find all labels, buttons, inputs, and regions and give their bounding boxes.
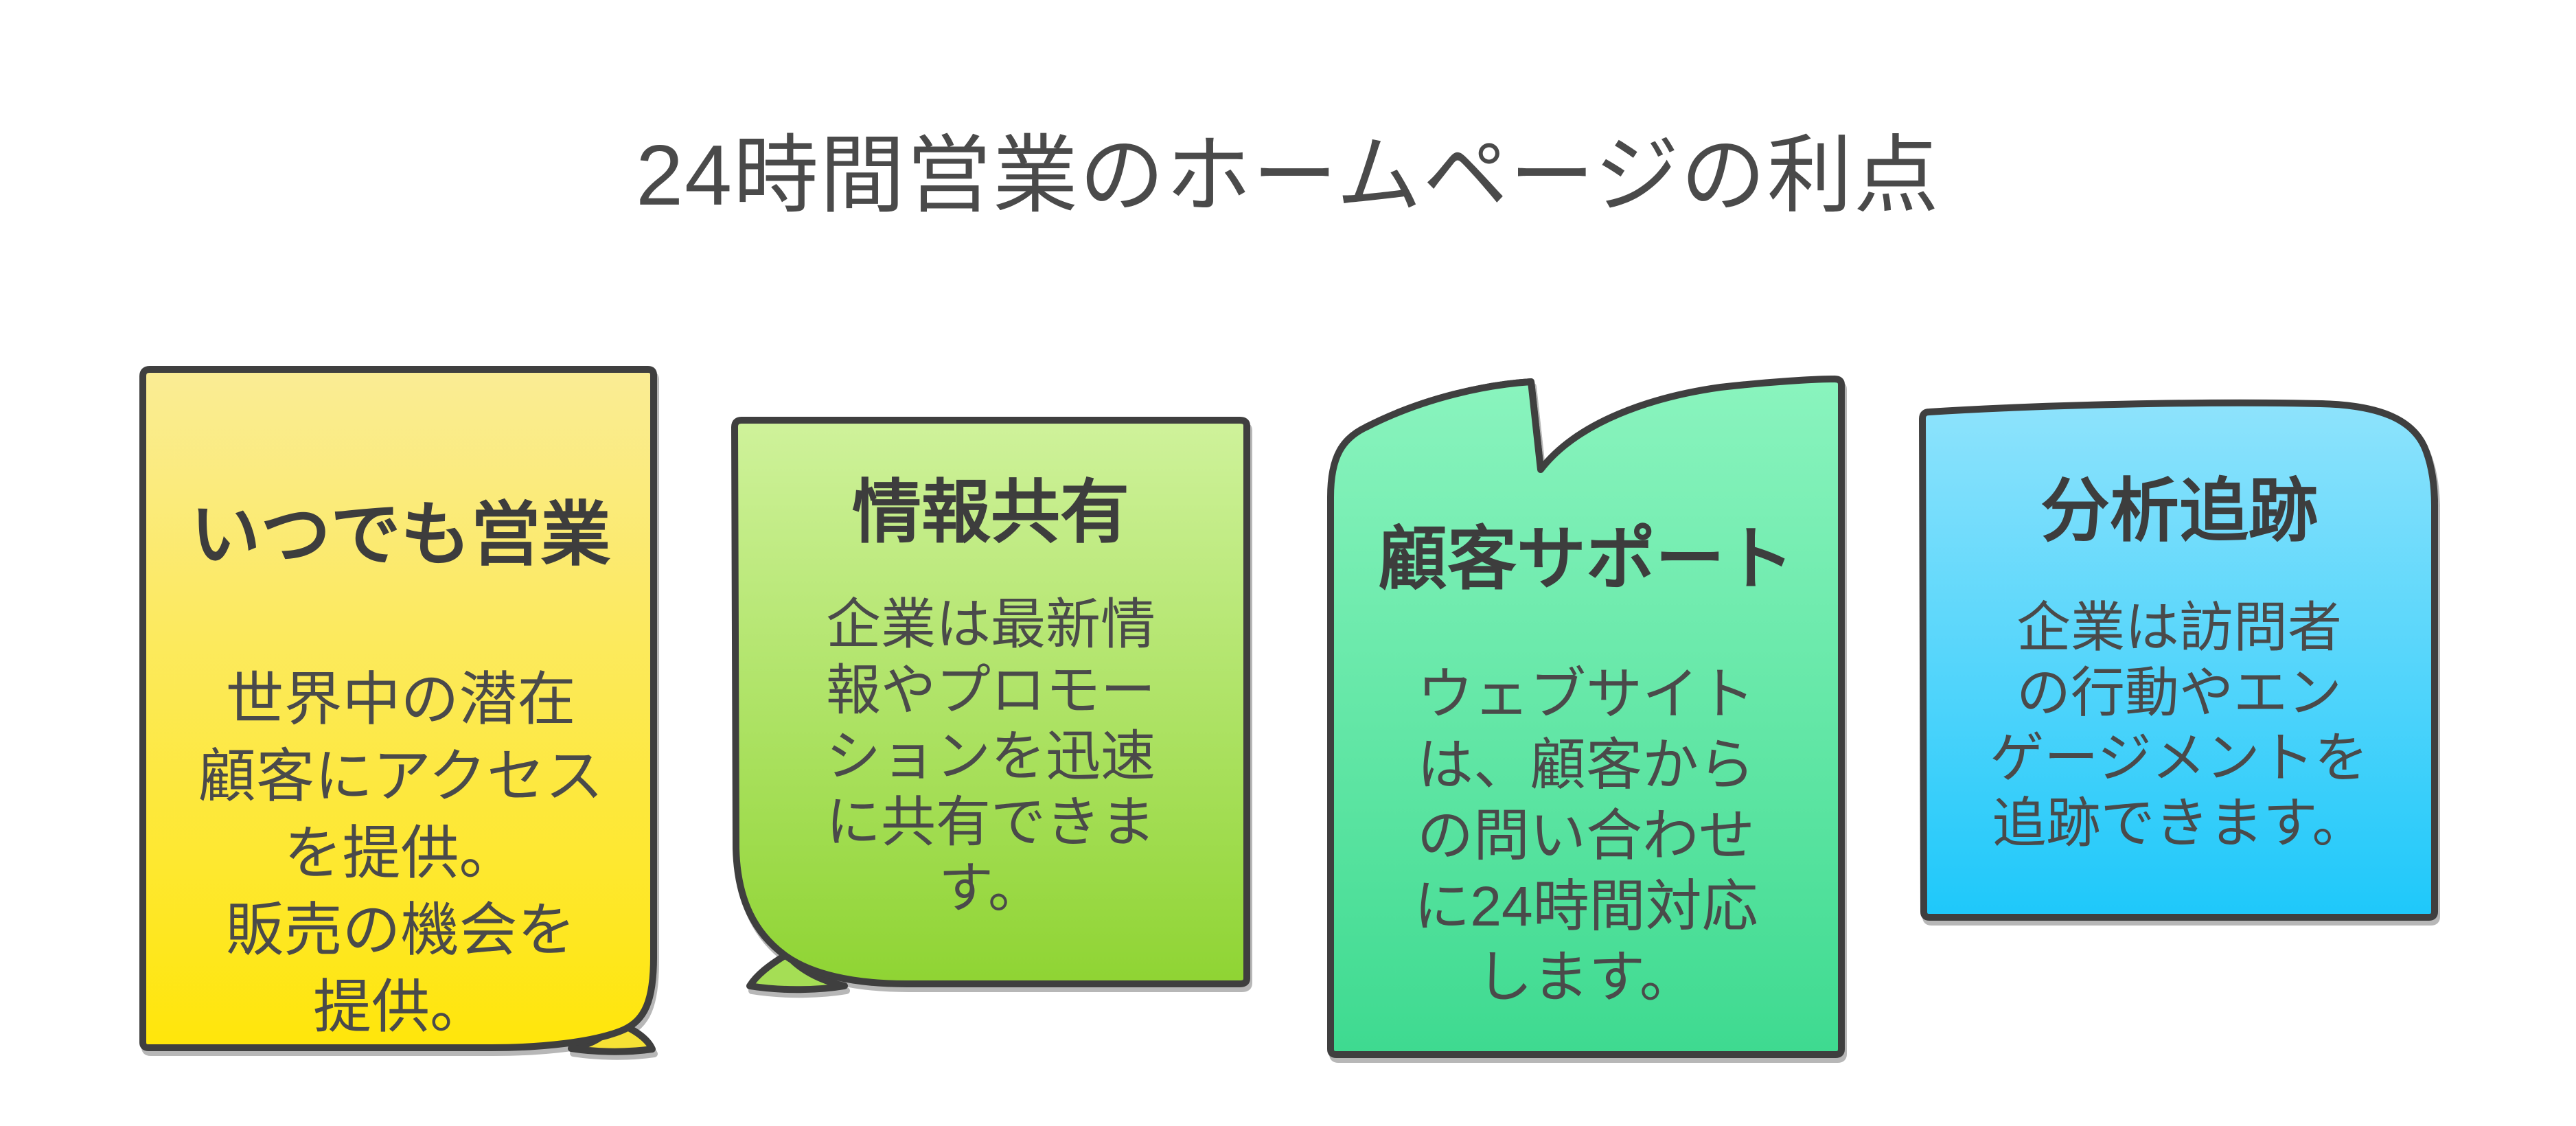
- sticky-note-customer-support: 顧客サポート ウェブサイト は、顧客から の問い合わせ に24時間対応 します。: [1322, 365, 1850, 1059]
- sticky-note-analytics: 分析追跡 企業は訪問者 の行動やエン ゲージメントを 追跡できます。: [1914, 397, 2444, 926]
- card-body: 企業は最新情 報やプロモー ションを迅速 に共有できま す。: [826, 594, 1155, 919]
- sticky-note-info-sharing: 情報共有 企業は最新情 報やプロモー ションを迅速 に共有できま す。: [726, 412, 1255, 993]
- card-body: ウェブサイト は、顧客から の問い合わせ に24時間対応 します。: [1414, 663, 1758, 1009]
- note-shape: [731, 417, 1250, 987]
- card-title: いつでも営業: [190, 496, 611, 574]
- corner-fold: [746, 951, 848, 993]
- card-title: 分析追跡: [2040, 473, 2318, 550]
- card-body: 世界中の潜在 顧客にアクセス を提供。 販売の機会を 提供。: [198, 667, 603, 1040]
- card-title: 情報共有: [851, 474, 1129, 551]
- note-shape: [139, 366, 657, 1051]
- sticky-note-shape-blue: [1919, 399, 2438, 921]
- note-shape: [1919, 399, 2438, 921]
- sticky-note-shape-yellow: [139, 366, 657, 1055]
- note-shape: [1327, 376, 1845, 1058]
- sticky-note-shape-teal: [1327, 376, 1845, 1058]
- sticky-note-shape-green: [731, 417, 1250, 993]
- card-body: 企業は訪問者 の行動やエン ゲージメントを 追跡できます。: [1990, 597, 2369, 853]
- page-title: 24時間営業のホームページの利点: [636, 128, 1940, 223]
- card-title: 顧客サポート: [1377, 521, 1794, 598]
- sticky-note-always-open: いつでも営業 世界中の潜在 顧客にアクセス を提供。 販売の機会を 提供。: [135, 361, 667, 1055]
